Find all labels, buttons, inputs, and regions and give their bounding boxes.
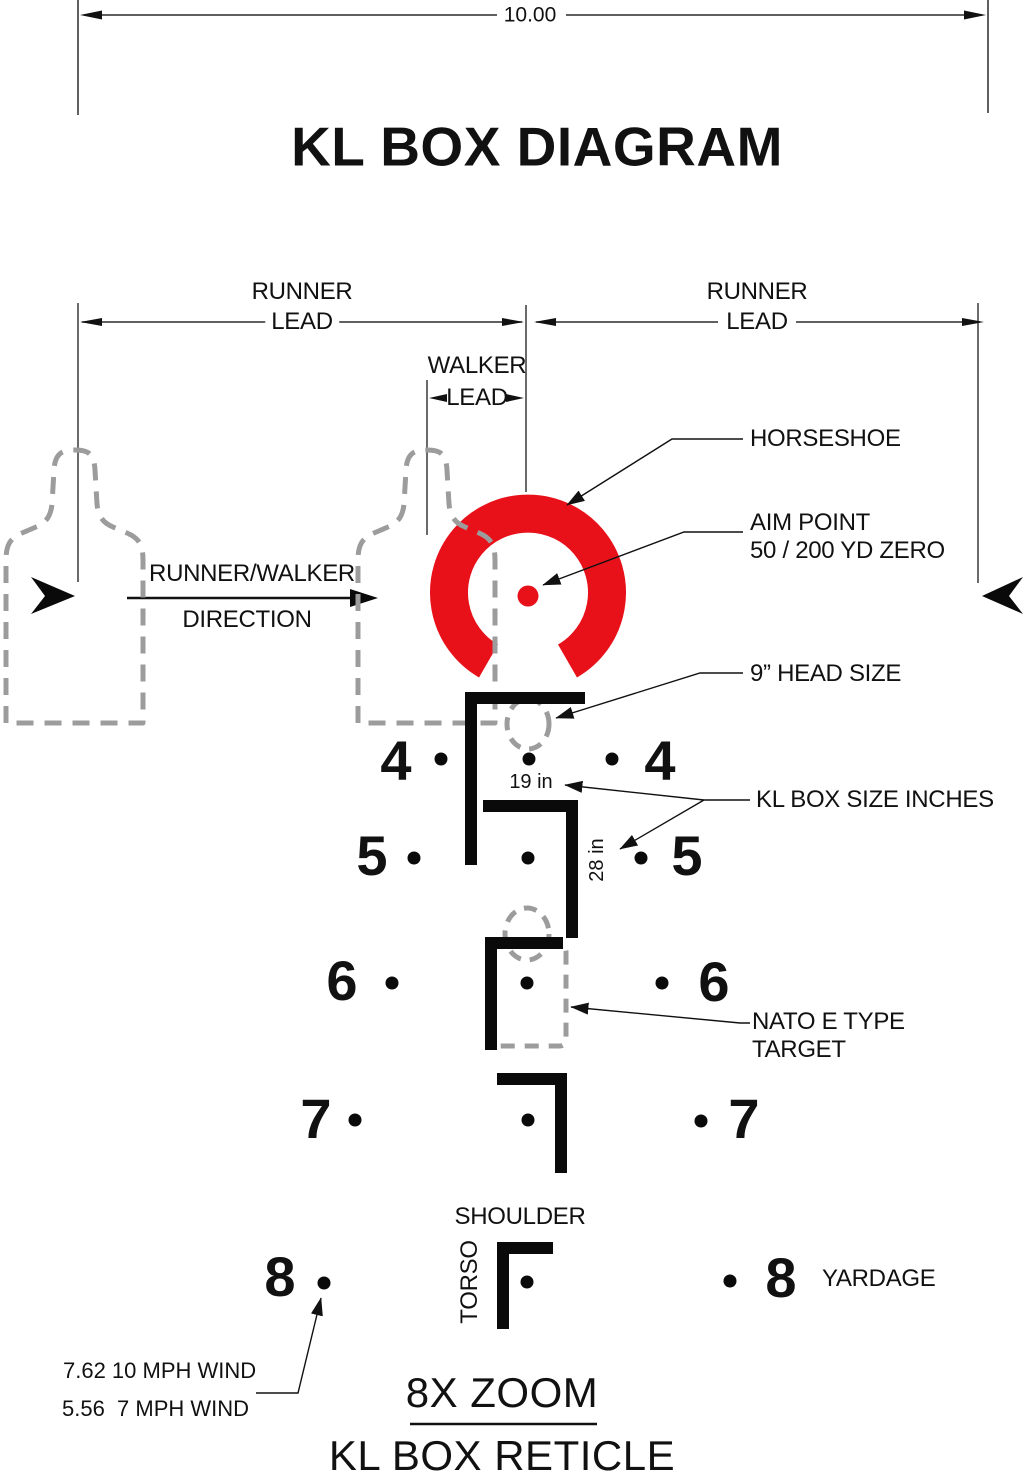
kl-box-bracket-7 [497,1073,567,1173]
yardage-5-left: 5 [356,824,388,887]
yardage-6-left: 6 [326,949,358,1012]
yardage-6-right: 6 [698,950,730,1013]
yardage-7-right: 7 [728,1087,760,1150]
top-dim-arrow-left [80,10,102,20]
walker-lead-label-2: LEAD [446,384,508,411]
nato-leader [570,1002,750,1024]
aim-point-dot [517,585,539,607]
runner-left-arrow-a [80,318,102,326]
nato-target-head [502,905,552,963]
walker-lead-arrow-right [506,394,524,402]
walker-lead-arrow-left [429,394,447,402]
yardage-8-right: 8 [765,1246,797,1309]
nato-label-2: TARGET [752,1036,846,1063]
kl-box-bracket-4 [465,692,585,865]
aim-point-label-1: AIM POINT [750,509,870,536]
runner-lead-left-label-2: LEAD [265,310,339,334]
left-target-silhouette [3,447,146,726]
nato-label-1: NATO E TYPE [752,1008,905,1035]
chevron-left-icon [982,577,1023,614]
yardage-5-right: 5 [671,824,703,887]
yardage-8-left: 8 [264,1245,296,1308]
head-size-leader [555,672,743,719]
reticle-dots [317,752,737,1290]
direction-label-2: DIRECTION [182,606,312,633]
runner-right-arrow-a [534,318,556,326]
horseshoe-leader [566,438,743,506]
runner-right-arrow-b [962,318,984,326]
yardage-4-right: 4 [644,729,676,792]
runner-lead-right-label-2: LEAD [720,310,794,334]
kl-box-size-label: KL BOX SIZE INCHES [756,786,994,813]
kl-box-brackets [465,692,585,1329]
runner-lead-right-label-1: RUNNER [706,278,808,305]
chevron-right-icon [31,577,75,614]
kl-box-size-leader-28 [619,799,705,850]
kl-box-bracket-5 [483,800,578,938]
wind-label-556: 5.56 7 MPH WIND [62,1396,250,1421]
head-ellipse-9in [504,696,552,752]
kl-box-size-leader-19 [564,780,705,801]
leader-lines [256,438,750,1394]
shoulder-label: SHOULDER [454,1203,586,1230]
top-dimension-value: 10.00 [503,3,557,27]
box-height-19in: 19 in [509,771,553,793]
horseshoe-shape [430,494,626,678]
yardage-7-left: 7 [300,1087,332,1150]
runner-target-silhouettes [3,447,498,726]
runner-lead-lines [77,303,980,583]
center-target-silhouette [355,447,498,726]
top-dim-arrow-right [964,10,986,20]
runner-left-arrow-b [502,318,524,326]
kl-box-bracket-8 [497,1242,553,1329]
footer-zoom-label: 8X ZOOM [405,1369,599,1416]
direction-label-1: RUNNER/WALKER [149,560,355,587]
aim-point-leader [542,531,743,586]
wind-leader [256,1297,323,1394]
torso-label: TORSO [456,1240,483,1324]
kl-box-bracket-6 [485,937,563,1050]
top-dimension-lines [77,0,989,115]
footer-reticle-label: KL BOX RETICLE [328,1432,676,1479]
walker-lead-label-1: WALKER [427,352,527,379]
direction-arrowhead [350,589,378,607]
box-height-28in: 28 in [586,838,608,882]
yardage-label: YARDAGE [822,1265,936,1292]
nato-target-body [487,943,569,1049]
head-size-label: 9” HEAD SIZE [750,660,902,687]
page-title: KL BOX DIAGRAM [291,115,783,178]
wind-label-762: 7.62 10 MPH WIND [63,1358,257,1383]
horseshoe-label: HORSESHOE [750,425,901,452]
runner-lead-left-label-1: RUNNER [251,278,353,305]
aim-point-label-2: 50 / 200 YD ZERO [750,537,945,564]
yardage-4-left: 4 [380,729,412,792]
